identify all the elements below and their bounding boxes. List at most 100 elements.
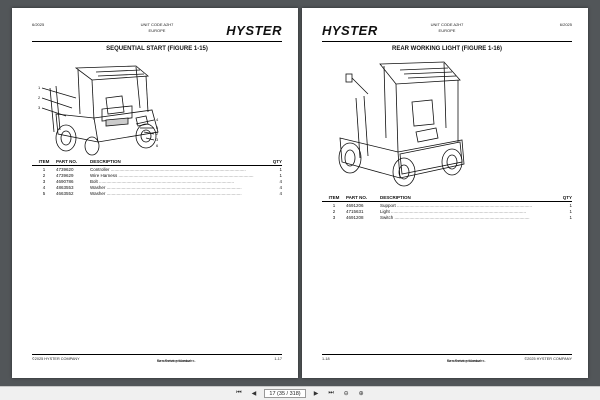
figure-title: REAR WORKING LIGHT (FIGURE 1-16): [391, 46, 502, 52]
last-page-icon[interactable]: ⏭: [328, 390, 334, 396]
row-item: 2: [42, 172, 46, 178]
table-row: 5 4663552 Washer .......................…: [32, 190, 282, 196]
footer-note-line1: See Service Manual: [447, 359, 481, 363]
row-item: 1: [42, 166, 46, 172]
header-date: 6/2025: [559, 22, 572, 27]
header-region: EUROPE: [438, 28, 456, 33]
callout-label: 4: [156, 117, 159, 122]
forklift-rear-illustration: [338, 61, 465, 187]
col-description: DESCRIPTION: [90, 159, 121, 164]
table-row: 3 4690786 Bolt .........................…: [32, 178, 282, 184]
pdf-page-left: 6/2025 UNIT CODE A2H7 EUROPE HYSTER SEQU…: [12, 8, 298, 378]
parts-table: ITEM PART NO. DESCRIPTION QTY 1 4691206 …: [322, 194, 572, 220]
row-desc-text: Washer: [90, 190, 106, 196]
row-qty: 4: [279, 184, 282, 190]
col-item: ITEM: [38, 159, 50, 164]
row-item: 1: [332, 202, 336, 208]
row-desc-text: Light: [380, 208, 390, 214]
page-indicator-input[interactable]: 17 (35 / 318): [264, 389, 306, 398]
figure-title: SEQUENTIAL START (FIGURE 1-15): [106, 46, 208, 52]
row-qty: 1: [569, 214, 572, 220]
footer-copyright: ©2025 HYSTER COMPANY: [32, 357, 80, 361]
page-header: 6/2025 UNIT CODE A2H7 EUROPE HYSTER: [32, 20, 282, 42]
row-item: 3: [42, 178, 46, 184]
row-part-no: 4691208: [346, 214, 364, 220]
row-item: 2: [332, 208, 336, 214]
header-unit-code: UNIT CODE A2H7: [140, 22, 174, 27]
footer-page-number: 1-17: [274, 357, 282, 361]
prev-page-icon[interactable]: ◀: [251, 391, 257, 397]
col-part-no: PART NO.: [346, 195, 368, 200]
callout-label: 2: [156, 131, 159, 136]
row-description: Washer .................................…: [90, 184, 242, 190]
col-part-no: PART NO.: [56, 159, 78, 164]
callout-label: 3: [156, 137, 159, 142]
col-qty: QTY: [562, 195, 572, 200]
zoom-out-icon[interactable]: ⊖: [343, 391, 349, 397]
parts-table: ITEM PART NO. DESCRIPTION QTY 1 4739620 …: [32, 158, 282, 196]
row-qty: 1: [279, 172, 282, 178]
row-description: Bolt ...................................…: [90, 178, 235, 184]
col-qty: QTY: [272, 159, 282, 164]
row-qty: 4: [279, 190, 282, 196]
footer-page-number: 1-18: [322, 357, 330, 361]
row-description: Light ..................................…: [380, 208, 527, 214]
table-row: 2 4739629 Wire Harness .................…: [32, 172, 282, 178]
table-row: 2 4715631 Light ........................…: [322, 208, 572, 214]
row-description: Support ................................…: [380, 202, 533, 208]
header-region: EUROPE: [148, 28, 166, 33]
callout-label: 5: [156, 125, 159, 130]
row-part-no: 4739629: [56, 172, 74, 178]
row-item: 5: [42, 190, 46, 196]
next-page-icon[interactable]: ▶: [313, 391, 319, 397]
row-desc-text: Wire Harness: [90, 172, 118, 178]
row-part-no: 4715631: [346, 208, 364, 214]
callout-label: 2: [38, 95, 41, 100]
callout-label: 6: [156, 143, 159, 148]
row-desc-text: Controller: [90, 166, 110, 172]
row-desc-text: Support: [380, 202, 396, 208]
first-page-icon[interactable]: ⏮: [236, 390, 242, 396]
table-row: 1 4691206 Support ......................…: [322, 202, 572, 208]
col-description: DESCRIPTION: [380, 195, 411, 200]
header-unit-code: UNIT CODE A2H7: [430, 22, 464, 27]
row-part-no: 4739620: [56, 166, 74, 172]
table-header: ITEM PART NO. DESCRIPTION QTY: [322, 194, 572, 202]
row-part-no: 4663552: [56, 190, 74, 196]
row-qty: 1: [279, 166, 282, 172]
col-item: ITEM: [328, 195, 340, 200]
row-part-no: 4690786: [56, 178, 74, 184]
footer-note-line1: See Service Manual: [157, 359, 191, 363]
hyster-logo: HYSTER: [322, 23, 378, 38]
row-item: 3: [332, 214, 336, 220]
row-desc-text: Switch: [380, 214, 394, 220]
footer-note-line2: for service procedures.: [157, 359, 196, 363]
row-item: 4: [42, 184, 46, 190]
hyster-logo: HYSTER: [226, 23, 282, 38]
row-description: Switch .................................…: [380, 214, 530, 220]
page-header: HYSTER UNIT CODE A2H7 EUROPE 6/2025: [322, 20, 572, 42]
footer-note-line2: for service procedures.: [447, 359, 486, 363]
row-qty: 1: [569, 208, 572, 214]
footer-copyright: ©2025 HYSTER COMPANY: [524, 357, 572, 361]
row-desc-text: Washer: [90, 184, 106, 190]
row-qty: 1: [569, 202, 572, 208]
table-header: ITEM PART NO. DESCRIPTION QTY: [32, 158, 282, 166]
table-row: 1 4739620 Controller ...................…: [32, 166, 282, 172]
viewer-toolbar: ⏮ ◀ 17 (35 / 318) ▶ ⏭ ⊖ ⊕: [0, 386, 600, 400]
forklift-illustration: 1 2 3 4 5 2 3 6: [38, 65, 159, 156]
row-part-no: 4863553: [56, 184, 74, 190]
row-description: Washer .................................…: [90, 190, 242, 196]
zoom-in-icon[interactable]: ⊕: [358, 391, 364, 397]
pdf-page-right: HYSTER UNIT CODE A2H7 EUROPE 6/2025 REAR…: [302, 8, 588, 378]
table-row: 4 4863553 Washer .......................…: [32, 184, 282, 190]
row-part-no: 4691206: [346, 202, 364, 208]
row-desc-text: Bolt: [90, 178, 98, 184]
row-description: Controller .............................…: [90, 166, 246, 172]
row-qty: 4: [279, 178, 282, 184]
table-row: 3 4691208 Switch .......................…: [322, 214, 572, 220]
